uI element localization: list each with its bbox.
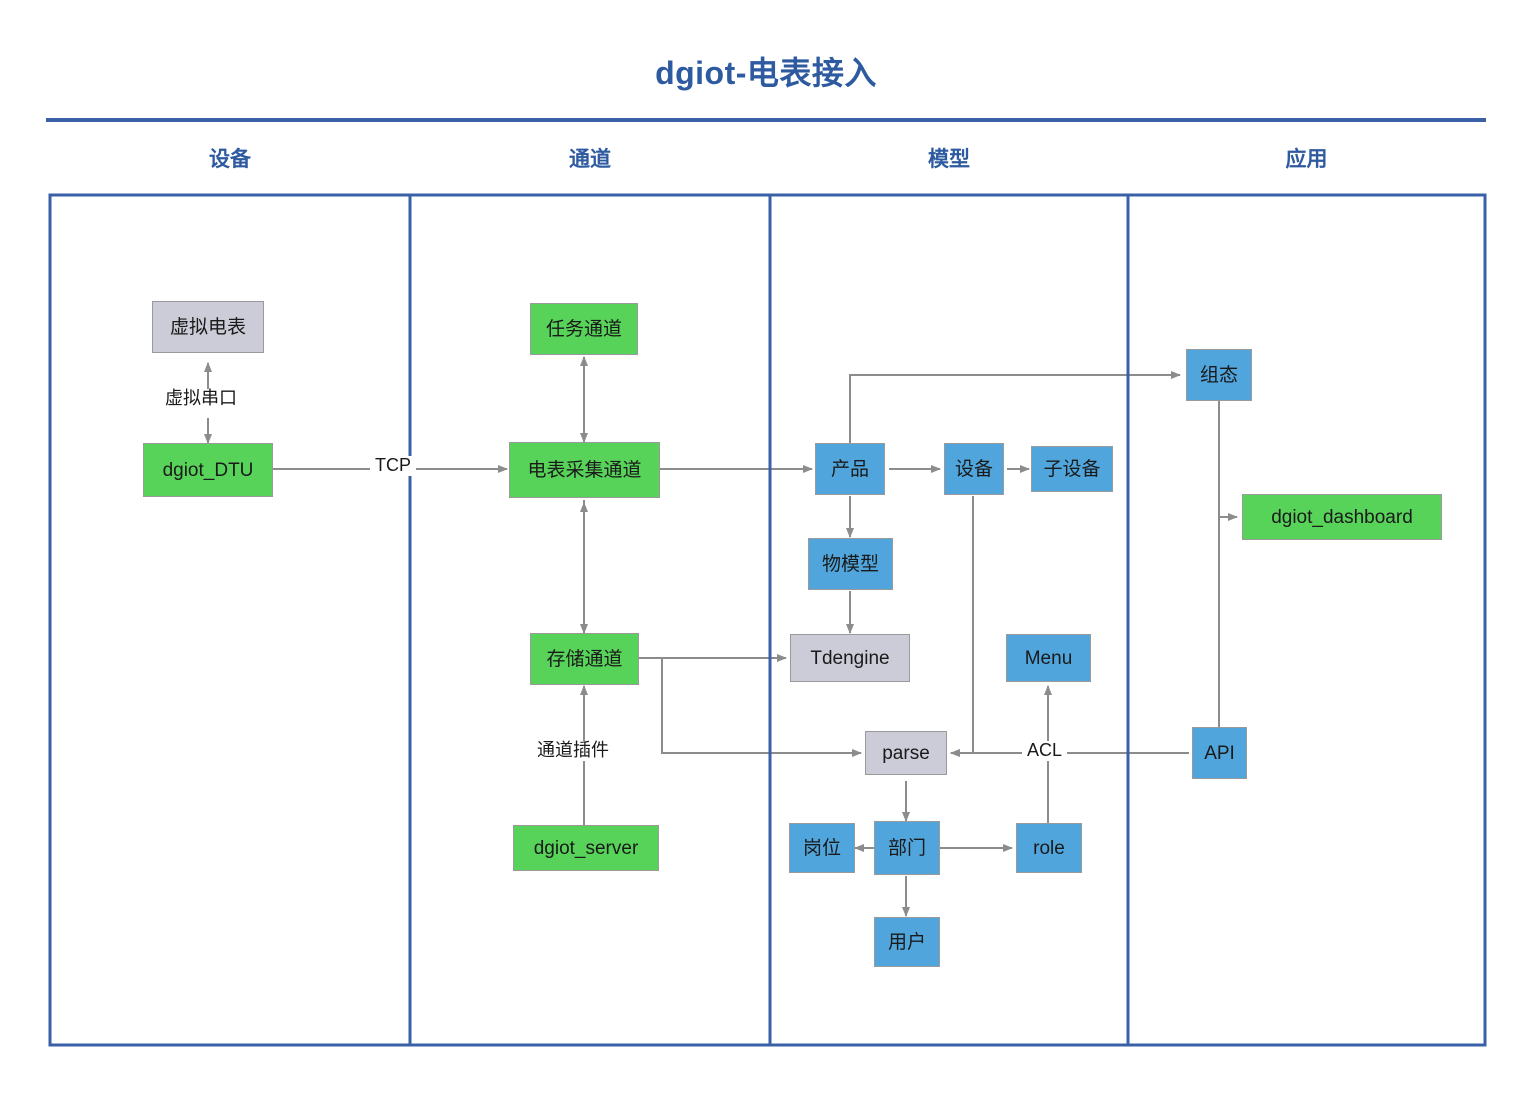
edge-label-tcp: TCP <box>370 455 416 476</box>
node-sub-device[interactable]: 子设备 <box>1031 446 1113 492</box>
node-parse[interactable]: parse <box>865 731 947 775</box>
node-dgiot-dtu[interactable]: dgiot_DTU <box>143 443 273 497</box>
node-thing-model[interactable]: 物模型 <box>808 538 893 590</box>
column-header-device: 设备 <box>209 148 251 171</box>
node-meter-channel[interactable]: 电表采集通道 <box>509 442 660 498</box>
node-device[interactable]: 设备 <box>944 443 1004 495</box>
column-header-app: 应用 <box>1285 148 1328 171</box>
title-divider <box>46 118 1486 122</box>
node-dgiot-server[interactable]: dgiot_server <box>513 825 659 871</box>
node-role[interactable]: role <box>1016 823 1082 873</box>
edge-label-virtual-serial: 虚拟串口 <box>160 388 242 409</box>
node-task-channel[interactable]: 任务通道 <box>530 303 638 355</box>
node-menu[interactable]: Menu <box>1006 634 1091 682</box>
node-scada[interactable]: 组态 <box>1186 349 1252 401</box>
node-department[interactable]: 部门 <box>874 821 940 875</box>
column-header-model: 模型 <box>928 148 970 171</box>
edge-label-acl: ACL <box>1022 740 1068 761</box>
node-user[interactable]: 用户 <box>874 917 940 967</box>
node-product[interactable]: 产品 <box>815 443 885 495</box>
page-title: dgiot-电表接入 <box>655 55 877 91</box>
node-storage-channel[interactable]: 存储通道 <box>530 633 639 685</box>
node-virtual-meter[interactable]: 虚拟电表 <box>152 301 264 353</box>
node-dgiot-dashboard[interactable]: dgiot_dashboard <box>1242 494 1442 540</box>
node-api[interactable]: API <box>1192 727 1247 779</box>
node-post[interactable]: 岗位 <box>789 823 855 873</box>
edge-label-channel-plugin: 通道插件 <box>532 740 614 761</box>
node-tdengine[interactable]: Tdengine <box>790 634 910 682</box>
column-header-channel: 通道 <box>569 148 611 171</box>
